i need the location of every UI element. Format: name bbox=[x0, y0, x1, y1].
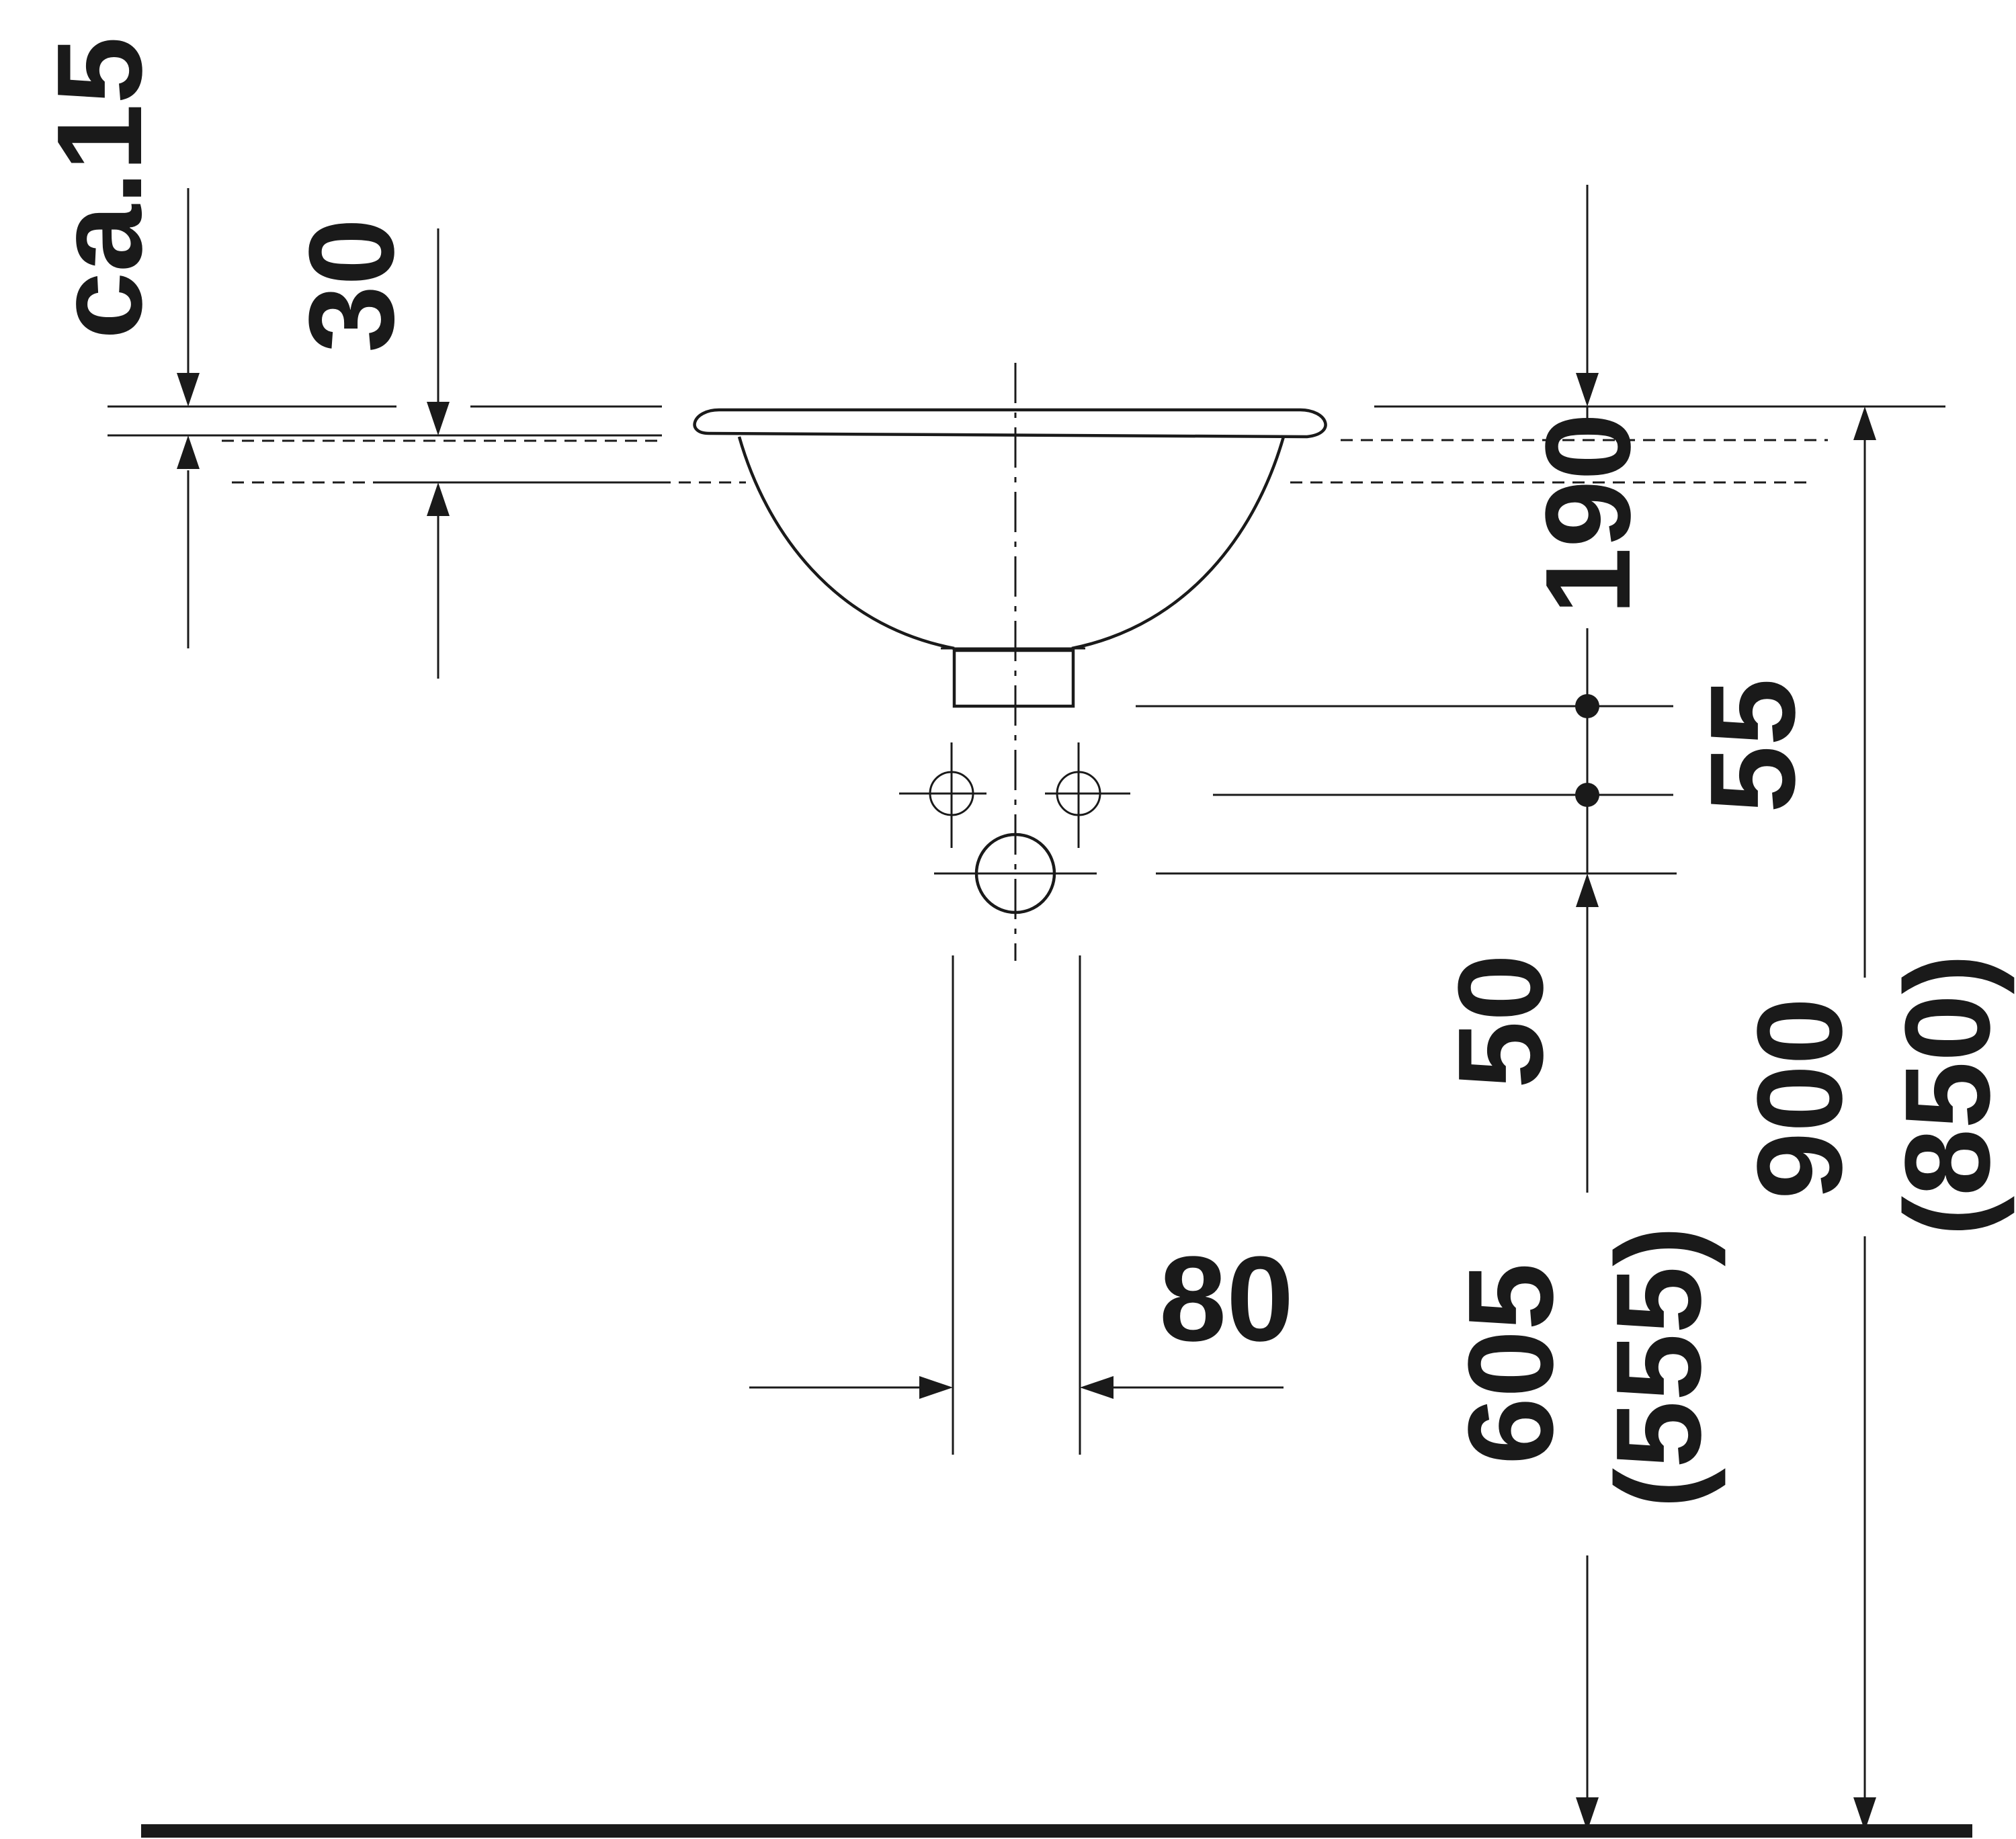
rim-height-alt-label: (850) bbox=[1880, 954, 2015, 1236]
trap-width-dimension bbox=[749, 1376, 1284, 1399]
drain-height-dimension bbox=[1576, 873, 1599, 1831]
drain-height-label: 605 bbox=[1443, 1263, 1579, 1465]
rim-reference-lines bbox=[108, 405, 1945, 484]
rim-offset-dimension bbox=[177, 188, 200, 648]
rim-height-dimension bbox=[1853, 407, 1876, 1831]
basin-depth-label: 190 bbox=[1521, 413, 1656, 615]
rim-thickness-dimension bbox=[427, 228, 450, 679]
drain-connection bbox=[934, 832, 1097, 914]
connection-spacing-label: 50 bbox=[1433, 954, 1568, 1088]
supply-connection-right bbox=[1045, 742, 1130, 848]
basin-depth-dimension bbox=[1575, 185, 1599, 873]
rim-offset-label: ca.15 bbox=[32, 37, 167, 339]
drain-spacing-label: 55 bbox=[1685, 679, 1820, 813]
rim-height-label: 900 bbox=[1732, 998, 1867, 1199]
drain-height-alt-label: (555) bbox=[1591, 1226, 1726, 1508]
supply-connection-left bbox=[899, 742, 986, 848]
rim-thickness-label: 30 bbox=[284, 218, 419, 353]
basin-profile bbox=[693, 408, 1327, 708]
trap-width-label: 80 bbox=[1159, 1232, 1294, 1367]
